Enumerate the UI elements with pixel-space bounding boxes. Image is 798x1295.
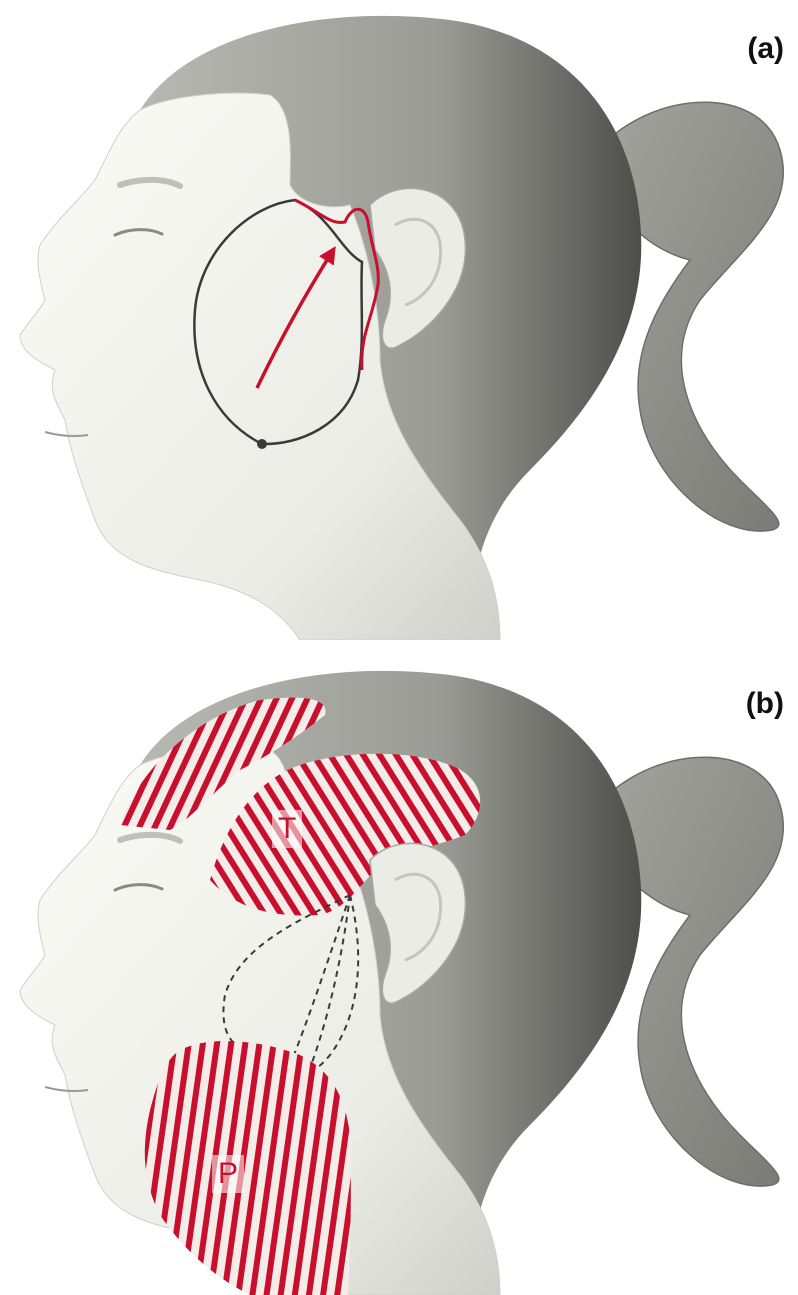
head-illustration-a: [0, 0, 798, 640]
region-point: [257, 439, 267, 449]
panel-label-b: (b): [746, 687, 784, 721]
muscle-label-t: T: [272, 810, 302, 848]
panel-label-a: (a): [747, 32, 784, 66]
panel-b: (b) T P: [0, 655, 798, 1295]
muscle-label-p: P: [212, 1155, 244, 1193]
head-illustration-b: [0, 655, 798, 1295]
panel-a: (a): [0, 0, 798, 640]
parotid-region: [145, 1041, 351, 1295]
